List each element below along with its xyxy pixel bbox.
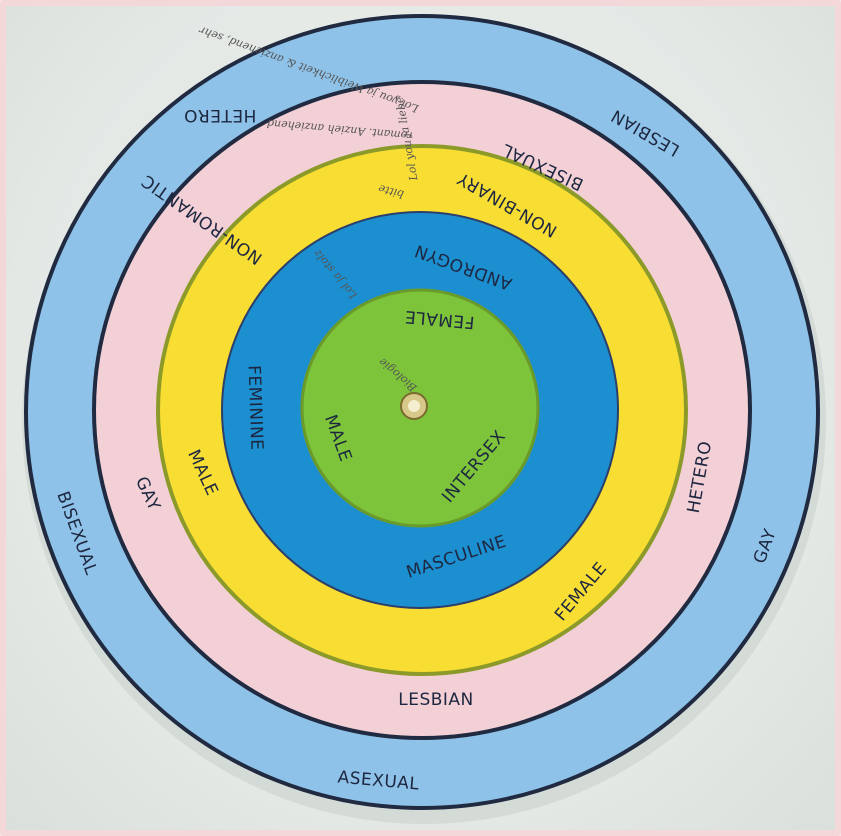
outer-label-hetero: HETERO — [184, 105, 257, 125]
pin-highlight — [408, 400, 420, 412]
pink-label-lesbian: LESBIAN — [398, 690, 474, 710]
blue-label-feminine: FEMININE — [244, 365, 267, 451]
